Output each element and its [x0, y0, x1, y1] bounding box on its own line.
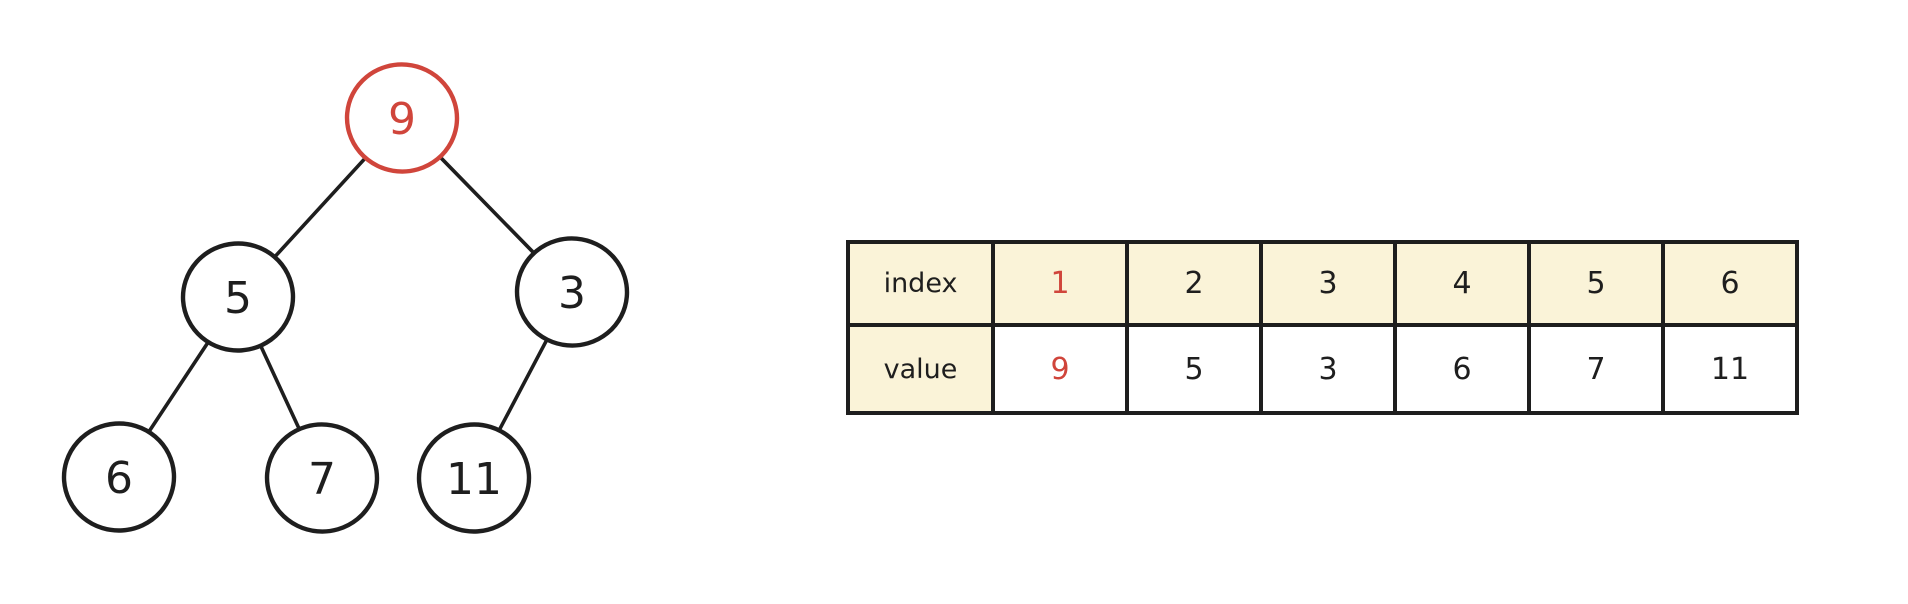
tree-node-5: 5: [180, 241, 296, 353]
tree-node-7: 7: [264, 422, 380, 534]
index-cell-4: 4: [1395, 242, 1529, 325]
tree-node-3: 3: [514, 236, 630, 348]
tree-node-11: 11: [416, 422, 532, 534]
tree-node-circle-5: [180, 241, 296, 353]
tree-node-circle-3: [514, 236, 630, 348]
index-cell-2: 2: [1127, 242, 1261, 325]
tree-node-circle-6: [61, 421, 177, 533]
index-cell-5: 5: [1529, 242, 1663, 325]
index-cell-1: 1: [993, 242, 1127, 325]
tree-node-9: 9: [344, 62, 460, 174]
value-cell-6: 11: [1663, 325, 1797, 413]
tree-node-6: 6: [61, 421, 177, 533]
tree-node-value-11: 11: [446, 454, 502, 505]
tree-node-value-5: 5: [224, 273, 252, 324]
binary-tree-diagram: 9 5 3 6 7 11: [61, 62, 630, 534]
value-cell-1: 9: [993, 325, 1127, 413]
tree-node-circle-7: [264, 422, 380, 534]
tree-edge-9-5: [274, 157, 366, 258]
value-cell-3: 3: [1261, 325, 1395, 413]
tree-node-value-3: 3: [558, 268, 586, 319]
value-cell-2: 5: [1127, 325, 1261, 413]
tree-node-circle-9: [344, 62, 460, 174]
tree-edge-5-6: [148, 341, 209, 433]
tree-node-circle-11: [416, 422, 532, 534]
tree-node-value-6: 6: [105, 453, 133, 504]
value-cell-4: 6: [1395, 325, 1529, 413]
index-cell-3: 3: [1261, 242, 1395, 325]
tree-node-value-7: 7: [308, 454, 336, 505]
tree-edge-9-3: [439, 156, 535, 254]
value-cell-5: 7: [1529, 325, 1663, 413]
value-row-label: value: [848, 325, 993, 413]
tree-node-value-9: 9: [388, 94, 416, 145]
index-cell-6: 6: [1663, 242, 1797, 325]
tree-edge-3-11: [498, 339, 548, 431]
index-row-label: index: [848, 242, 993, 325]
tree-edge-5-7: [259, 345, 301, 430]
